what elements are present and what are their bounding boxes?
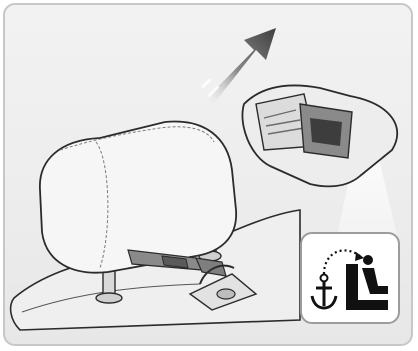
tether-symbol-box — [300, 232, 400, 324]
anchor-child-seat-icon — [302, 234, 398, 322]
headrest — [40, 121, 236, 272]
child-seat-icon — [346, 255, 388, 310]
anchor-icon — [312, 275, 336, 309]
